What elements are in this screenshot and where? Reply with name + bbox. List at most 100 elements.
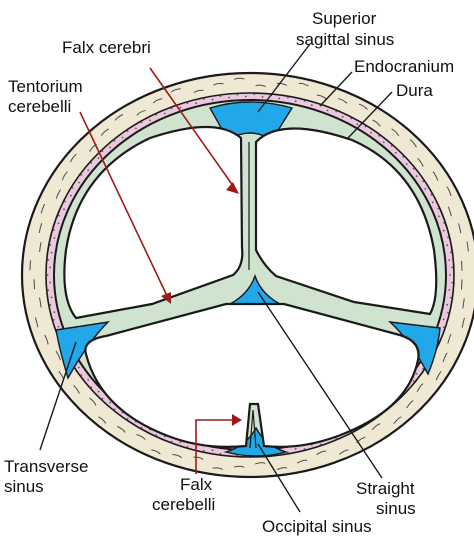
endocranium-dot <box>163 112 166 115</box>
leader-dura <box>347 91 393 139</box>
bone-texture-mark <box>446 186 452 196</box>
bone-texture-mark <box>372 119 381 127</box>
label-superior-sagittal-sinus: Superior sagittal sinus <box>296 9 394 49</box>
endocranium-dot <box>186 102 189 104</box>
endocranium-dot <box>101 397 104 400</box>
endocranium-dot <box>179 106 182 109</box>
endocranium-dot <box>170 107 173 110</box>
endocranium-dot <box>57 222 60 225</box>
label-occipital-sinus: Occipital sinus <box>262 517 372 536</box>
endocranium-dot <box>261 96 264 98</box>
bone-texture-mark <box>98 416 107 424</box>
endocranium-dot <box>287 96 289 99</box>
bone-texture-mark <box>117 426 126 433</box>
endocranium-dot <box>140 426 143 429</box>
bone-texture-mark <box>447 206 452 217</box>
label-tentorium-line2: cerebelli <box>8 97 71 116</box>
endocranium-dot <box>335 110 338 113</box>
endocranium-dot <box>294 447 297 450</box>
endocranium-dot <box>442 229 445 232</box>
endocranium-dot <box>450 251 452 254</box>
endocranium-dot <box>179 441 182 444</box>
bone-texture-mark <box>371 423 381 431</box>
label-straight-line2: sinus <box>376 499 416 518</box>
endocranium-dot <box>412 167 415 170</box>
label-falx-cerebelli-line2: cerebelli <box>152 495 215 514</box>
bone-texture-mark <box>38 223 43 233</box>
bone-texture-mark <box>34 317 39 328</box>
endocranium-dot <box>431 201 434 204</box>
bone-texture-mark <box>172 454 183 459</box>
label-tentorium-cerebelli: Tentorium cerebelli <box>8 77 87 116</box>
endocranium-dot <box>447 311 449 314</box>
bone-texture-mark <box>69 153 77 163</box>
endocranium-dot <box>70 194 72 197</box>
bone-texture-mark <box>212 467 223 471</box>
leader-endocranium <box>319 71 353 107</box>
bone-texture-mark <box>337 98 348 104</box>
label-transverse-line2: sinus <box>4 477 44 496</box>
bone-texture-mark <box>234 77 245 80</box>
endocranium-dot <box>140 121 143 124</box>
endocranium-dot <box>438 215 440 218</box>
endocranium-dot <box>63 208 65 211</box>
label-falx-cerebelli: Falx cerebelli <box>152 475 217 514</box>
endocranium-dot <box>450 296 452 299</box>
endocranium-dot <box>46 274 49 276</box>
bone-texture-mark <box>40 203 46 214</box>
endocranium-dot <box>78 366 80 369</box>
endocranium-dot <box>422 180 425 183</box>
endocranium-dot <box>326 109 329 112</box>
endocranium-dot <box>370 131 372 134</box>
straight-sinus-shape <box>225 273 285 307</box>
endocranium-dot <box>278 97 281 100</box>
bone-texture-mark <box>55 350 61 361</box>
label-superior-line2: sagittal sinus <box>296 30 394 49</box>
bone-texture-mark <box>276 82 288 86</box>
endocranium-dot <box>80 374 83 376</box>
endocranium-dot <box>57 214 60 217</box>
bone-texture-mark <box>89 397 97 406</box>
bone-texture-mark <box>55 189 62 199</box>
endocranium-dot <box>382 141 385 144</box>
bone-texture-mark <box>442 352 448 363</box>
bone-texture-mark <box>100 128 110 136</box>
bone-texture-mark <box>393 416 402 425</box>
leader-straight-sinus <box>257 291 383 479</box>
endocranium-dot <box>219 452 222 455</box>
bone-texture-mark <box>255 462 266 465</box>
endocranium-dot <box>424 188 427 190</box>
bone-texture-mark <box>466 241 469 252</box>
bone-texture-mark <box>136 434 146 440</box>
endocranium-dot <box>170 440 173 443</box>
endocranium-dot <box>415 372 418 375</box>
endocranium-dot <box>87 169 90 172</box>
endocranium-dot <box>195 102 198 104</box>
label-transverse-sinus: Transverse sinus <box>4 457 93 496</box>
endocranium-dot <box>53 237 56 239</box>
endocranium-dot <box>335 437 338 440</box>
bone-texture-mark <box>234 465 245 468</box>
endocranium-dot <box>202 450 205 452</box>
pointer-lines <box>79 67 242 474</box>
leader-superior-sagittal-sinus <box>257 43 311 113</box>
bone-texture-mark <box>316 450 327 456</box>
pointer-tentorium-cerebelli <box>79 111 169 299</box>
posterior-cranial-fossa <box>84 302 420 448</box>
endocranium-dot <box>78 181 80 184</box>
label-tentorium-line1: Tentorium <box>8 77 83 96</box>
endocranium-dot <box>236 93 239 96</box>
pointer-falx-cerebri <box>149 67 237 191</box>
endocranium-dot <box>155 434 158 436</box>
bone-texture-mark <box>193 89 204 94</box>
endocranium-dot <box>446 303 449 306</box>
endocranium-dot <box>415 175 418 178</box>
leader-occipital-sinus <box>257 443 301 513</box>
bone-texture-mark <box>151 449 161 455</box>
right-cerebral-compartment <box>254 127 438 316</box>
endocranium-dot <box>64 200 66 203</box>
bone-texture-mark <box>298 82 309 87</box>
label-falx-cerebri: Falx cerebri <box>62 38 151 57</box>
endocranium-dot <box>443 326 445 329</box>
bone-texture-mark <box>406 400 414 409</box>
